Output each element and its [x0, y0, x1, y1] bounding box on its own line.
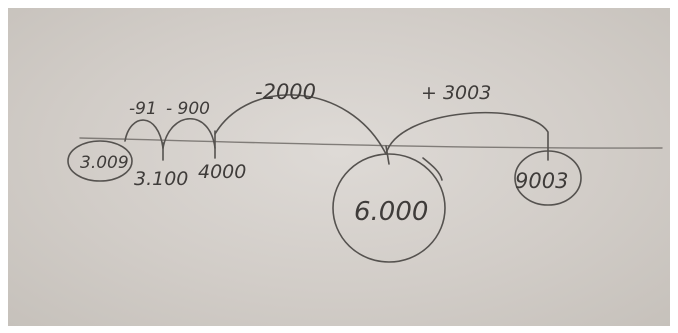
point-label: 4000 — [198, 161, 246, 183]
point-label: 3.100 — [134, 168, 188, 190]
jump-label: - 900 — [166, 99, 210, 119]
tick-6000 — [385, 145, 390, 165]
circle-6000-tail — [422, 157, 443, 181]
jump-label: + 3003 — [421, 82, 491, 104]
point-label: 3.009 — [80, 153, 129, 173]
jump-arc-minus-900 — [162, 118, 216, 149]
paper-sheet: -91 - 900 -2000 + 3003 3.009 3.100 4000 … — [8, 8, 670, 326]
circle-9003 — [514, 150, 582, 206]
circle-3009 — [67, 140, 133, 182]
jump-label: -2000 — [255, 80, 316, 104]
jump-arc-minus-91 — [124, 119, 164, 149]
number-line-drawing: -91 - 900 -2000 + 3003 3.009 3.100 4000 … — [67, 80, 663, 263]
point-label: 9003 — [515, 169, 568, 193]
jump-arc-minus-2000 — [214, 94, 387, 155]
number-line — [79, 137, 663, 149]
jump-arc-plus-3003 — [385, 111, 549, 161]
jump-label: -91 — [129, 99, 157, 119]
circle-6000 — [332, 153, 446, 263]
point-label: 6.000 — [354, 197, 428, 227]
